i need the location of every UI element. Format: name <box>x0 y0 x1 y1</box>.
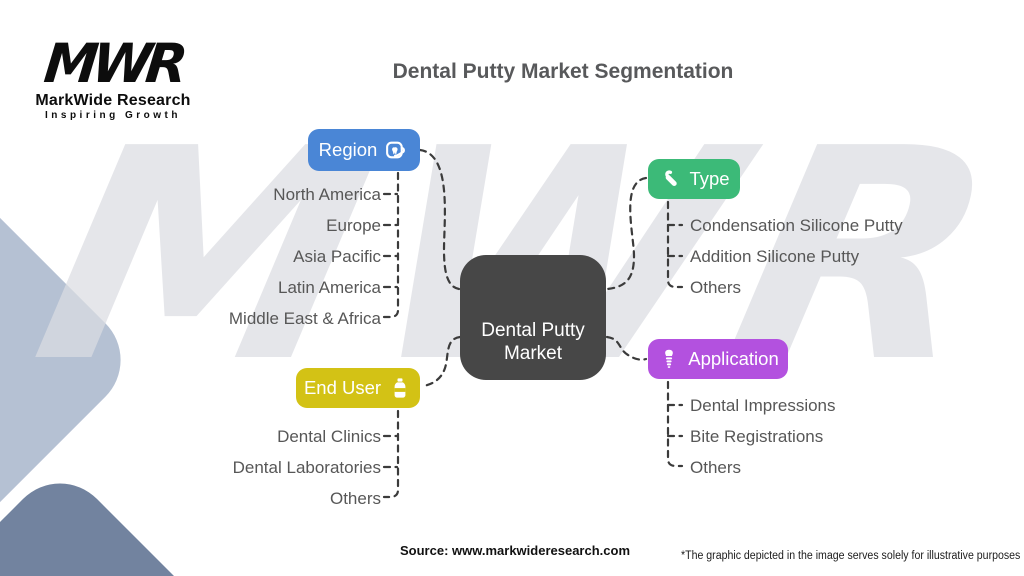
connector-application-list-spine <box>666 380 684 468</box>
segment-application-label: Application <box>688 348 779 369</box>
connector-enduser-list-spine <box>382 409 400 499</box>
connector-enduser-to-center <box>422 335 462 388</box>
list-item: Condensation Silicone Putty <box>690 216 903 235</box>
list-item: Others <box>690 278 742 297</box>
dental-implant-icon <box>665 349 674 368</box>
list-item: Dental Clinics <box>277 427 381 446</box>
connector-application-to-center <box>605 335 648 361</box>
markwide-logo: MWR MarkWide Research Inspiring Growth <box>34 32 192 122</box>
connector-type-list-spine <box>666 200 684 289</box>
list-item: Addition Silicone Putty <box>690 247 860 266</box>
list-item: Others <box>690 458 742 477</box>
segment-region-box: Region <box>308 129 420 171</box>
source-text: Source: www.markwideresearch.com <box>400 543 631 558</box>
connector-region-list-spine <box>382 171 400 319</box>
bottle-icon <box>394 378 406 398</box>
segment-enduser-box: End User <box>296 368 420 408</box>
logo-monogram: MWR <box>41 32 185 95</box>
logo-tagline: Inspiring Growth <box>45 110 181 121</box>
list-item: Europe <box>326 216 381 235</box>
dental-floss-box-icon <box>386 141 406 158</box>
list-item: Asia Pacific <box>293 247 381 266</box>
segment-enduser-label: End User <box>303 377 382 398</box>
list-item: Latin America <box>278 278 381 297</box>
list-item: Middle East & Africa <box>228 309 381 328</box>
segment-application-box: Application <box>648 339 788 379</box>
page-title: Dental Putty Market Segmentation <box>392 60 734 83</box>
list-item: Dental Impressions <box>690 396 836 415</box>
connector-type-to-center <box>605 176 648 291</box>
list-item: Bite Registrations <box>690 427 824 446</box>
list-item: North America <box>273 185 381 204</box>
central-market-node: Dental Putty Market <box>460 255 606 380</box>
segment-type-label: Type <box>689 168 730 189</box>
dental-drill-icon <box>665 170 678 186</box>
logo-name: MarkWide Research <box>35 92 191 109</box>
list-item: Others <box>329 489 381 508</box>
disclaimer-text: *The graphic depicted in the image serve… <box>681 550 1021 562</box>
connector-region-to-center <box>418 148 461 291</box>
list-item: Dental Laboratories <box>232 458 381 477</box>
segment-region-label: Region <box>318 139 378 160</box>
segment-type-box: Type <box>648 159 740 199</box>
